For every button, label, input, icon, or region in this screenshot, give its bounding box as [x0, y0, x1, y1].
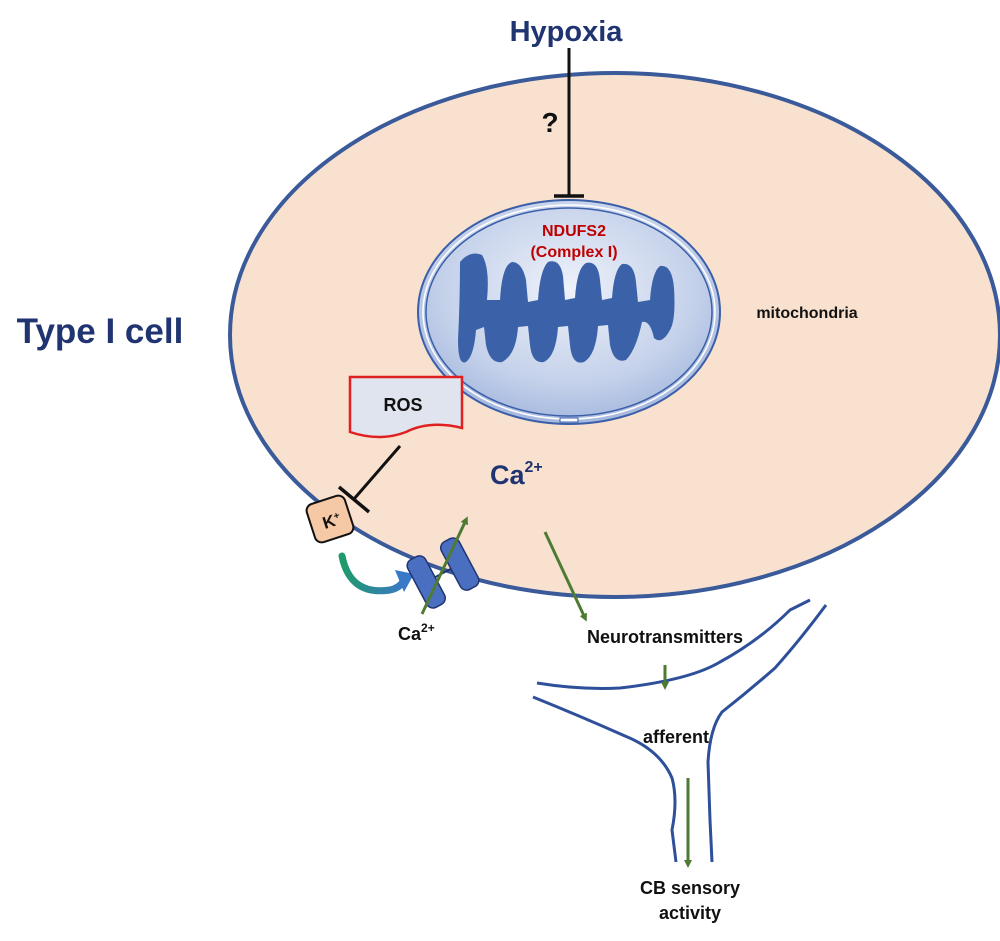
k-channel-icon	[305, 494, 355, 544]
neurotransmitters-label: Neurotransmitters	[587, 627, 743, 647]
ros-label: ROS	[383, 395, 422, 415]
curved-arrow-icon	[338, 552, 414, 595]
ca-inside-label: Ca2+	[490, 459, 543, 490]
ndufs2-label: NDUFS2	[542, 223, 606, 240]
ca-influx-arrow	[420, 516, 468, 615]
mitochondria-label: mitochondria	[756, 305, 857, 322]
k-ion-label: K+	[320, 509, 343, 533]
ca-to-neurotransmitter-arrow	[543, 531, 587, 622]
complex-i-label: (Complex I)	[530, 244, 617, 261]
cb-sensory-label-line1: CB sensory	[640, 878, 740, 898]
ca-outside-label: Ca2+	[398, 621, 435, 644]
ros-inhibition-line	[337, 445, 402, 514]
mitochondrion-icon	[417, 199, 721, 425]
hypoxia-inhibition-line	[554, 48, 584, 198]
hypoxia-label: Hypoxia	[510, 16, 624, 48]
afferent-nerve-outline	[532, 598, 828, 863]
afferent-label: afferent	[643, 727, 709, 747]
cb-sensory-label-line2: activity	[659, 903, 721, 923]
question-mark: ?	[541, 107, 558, 138]
cristae-shape	[458, 253, 675, 363]
type-i-cell-label: Type I cell	[17, 312, 184, 351]
ros-box	[348, 375, 464, 439]
